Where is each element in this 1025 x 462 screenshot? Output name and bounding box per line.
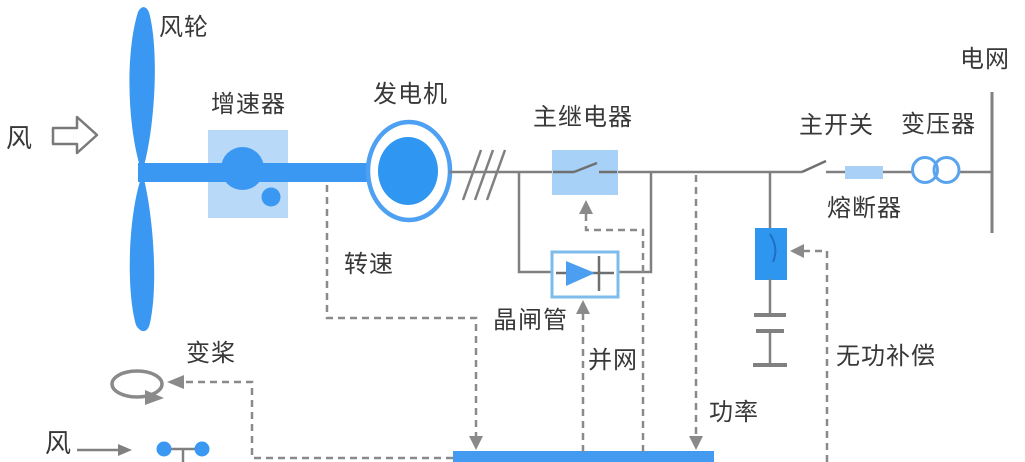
thyristor-loop-lines xyxy=(517,172,653,274)
label-grid-connect: 并网 xyxy=(588,347,638,374)
relay-symbol xyxy=(552,150,618,195)
rotor-blades-icon xyxy=(129,7,155,332)
generator-symbol xyxy=(365,119,453,223)
label-fuse: 熔断器 xyxy=(827,195,902,222)
gearbox-gears xyxy=(221,147,281,207)
power-signal-line xyxy=(689,175,703,450)
label-thyristor: 晶闸管 xyxy=(493,307,568,334)
transformer-symbol xyxy=(911,156,961,184)
label-reactive-comp: 无功补偿 xyxy=(836,343,936,370)
label-pitch: 变桨 xyxy=(186,340,236,367)
pitch-signal-line xyxy=(167,375,453,460)
pitch-rotation-icon xyxy=(110,369,164,405)
label-main-relay: 主继电器 xyxy=(533,104,633,131)
grid-connect-signal-line xyxy=(576,300,590,452)
label-speed: 转速 xyxy=(344,251,394,278)
speed-signal-line xyxy=(325,185,483,450)
three-phase-marks-icon xyxy=(461,149,507,201)
main-switch-symbol xyxy=(801,159,827,174)
capacitor-bank-symbol xyxy=(753,172,787,367)
fuse-symbol xyxy=(845,166,883,179)
label-power: 功率 xyxy=(709,399,759,426)
wind-arrow-icon xyxy=(51,115,99,155)
label-generator: 发电机 xyxy=(373,81,448,108)
reactive-control-line xyxy=(790,244,829,462)
label-grid: 电网 xyxy=(960,46,1010,73)
wind-arrow-bottom-icon xyxy=(77,444,132,456)
label-gearbox: 增速器 xyxy=(211,91,286,118)
label-main-switch: 主开关 xyxy=(799,112,874,139)
label-wind-top: 风 xyxy=(6,123,34,153)
anemometer-icon xyxy=(156,441,210,462)
label-wind-bottom: 风 xyxy=(45,428,73,458)
thyristor-symbol xyxy=(550,250,620,299)
controller-bar xyxy=(453,451,714,462)
label-rotor: 风轮 xyxy=(159,14,209,41)
label-transformer: 变压器 xyxy=(901,111,976,138)
relay-control-line xyxy=(579,200,645,452)
